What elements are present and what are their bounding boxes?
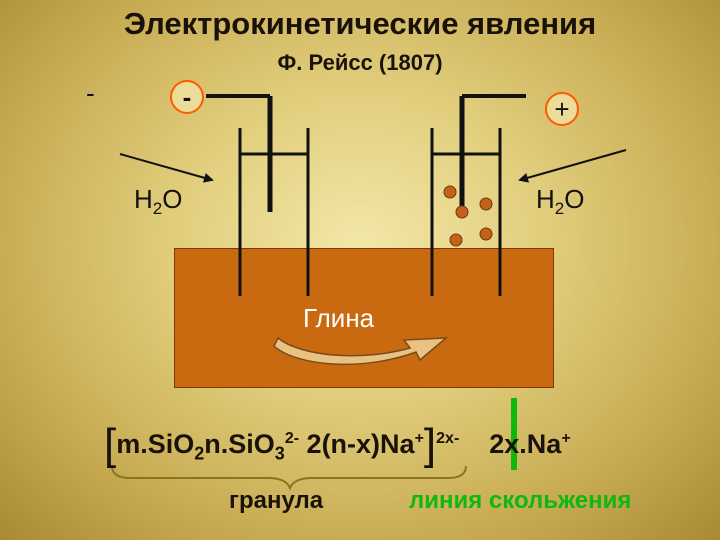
water-label-right: H2O [536,184,585,218]
water-left-sub: 2 [152,199,163,218]
clay-particle [479,197,493,211]
formula-close-bracket: ] [423,420,437,469]
cathode [206,94,273,212]
formula-part-2: n.SiO [204,429,275,459]
flow-arrow [273,336,449,366]
slip-line-label: линия скольжения [409,487,632,514]
clay-particle [449,233,463,247]
clay-label: Глина [303,303,375,333]
left-minus-sign: - [86,78,95,108]
clay-vessel [174,248,554,388]
formula-sub-2: 3 [274,443,285,464]
formula-sup-1: 2- [284,430,300,447]
granule-brace [111,465,467,491]
granule-label: гранула [229,487,324,514]
water-left-tail: O [162,184,183,214]
formula-open-bracket: [ [104,420,117,469]
water-right-sub: 2 [554,199,565,218]
right-tube [430,128,502,260]
water-arrow-left [119,153,214,183]
left-tube [238,128,310,260]
water-right-tail: O [564,184,585,214]
formula-sup-4: + [561,430,571,447]
anode-sign: + [545,92,579,126]
water-left-main: H [134,184,153,214]
micelle-formula: [m.SiO2n.SiO32- 2(n-x)Na+]2x-2x.Na+ [104,414,571,469]
clay-particles [443,185,493,247]
clay-particle [455,205,469,219]
formula-sup-2: + [414,430,424,447]
formula-sup-3: 2x- [436,430,460,447]
subtitle: Ф. Рейсс (1807) [277,50,443,75]
water-label-left: H2O [134,184,183,218]
cathode-sign: - [170,80,204,114]
anode [459,94,526,212]
formula-part-4: 2x.Na [489,429,562,459]
water-right-main: H [536,184,555,214]
clay-particle [443,185,457,199]
formula-part-1: m.SiO [116,429,195,459]
formula-part-3: 2(n-x)Na [299,429,415,459]
clay-particle [479,227,493,241]
water-arrow-right [518,149,627,183]
page-title: Электрокинетические явления [123,6,597,41]
formula-sub-1: 2 [194,443,205,464]
